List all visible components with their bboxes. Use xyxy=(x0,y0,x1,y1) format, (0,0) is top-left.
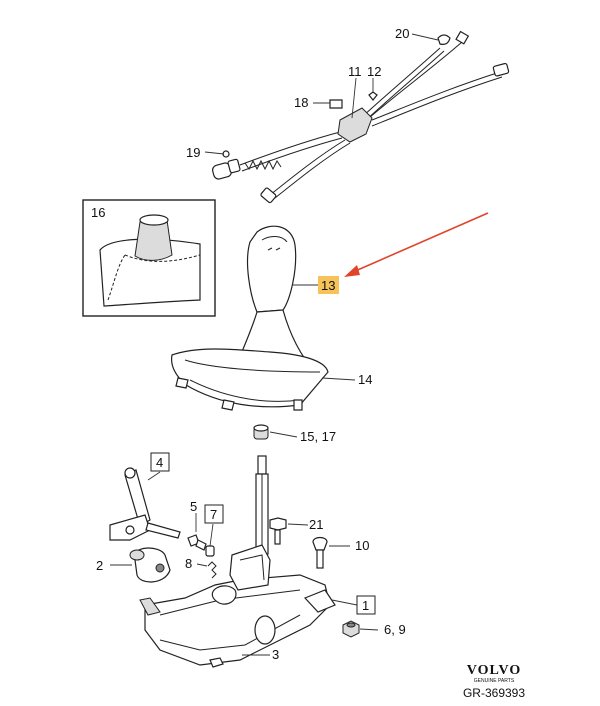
callout-3: 3 xyxy=(272,647,279,662)
bolt-21 xyxy=(269,517,287,545)
callout-10: 10 xyxy=(355,538,369,553)
callout-11: 11 xyxy=(348,64,362,79)
callout-4-box xyxy=(150,452,170,472)
diagram-reference: GR-369393 xyxy=(463,686,525,700)
callout-16: 16 xyxy=(91,205,105,220)
callout-8: 8 xyxy=(185,556,192,571)
gaiter-inset xyxy=(82,199,216,317)
brand-tagline: GENUINE PARTS xyxy=(474,678,515,684)
gear-cable-assembly xyxy=(212,30,510,204)
nut-6-9 xyxy=(342,620,360,638)
callout-12: 12 xyxy=(367,64,381,79)
gear-lever-rod xyxy=(255,455,269,555)
callout-7: 7 xyxy=(210,507,217,522)
callout-13-highlight xyxy=(318,276,339,294)
callout-1: 1 xyxy=(362,598,369,613)
callout-19: 19 xyxy=(186,145,200,160)
brand-logo-text: VOLVO xyxy=(467,663,522,678)
callout-20: 20 xyxy=(395,26,409,41)
callout-13: 13 xyxy=(321,278,335,293)
bushing xyxy=(253,424,269,440)
brand-block: VOLVO GENUINE PARTS GR-369393 xyxy=(463,663,525,700)
actuator xyxy=(129,547,171,583)
callout-1-box xyxy=(356,595,376,615)
callout-5: 5 xyxy=(190,499,197,514)
shifter-housing xyxy=(139,544,336,668)
selector-arm xyxy=(109,467,181,541)
callout-14: 14 xyxy=(358,372,372,387)
callout-21: 21 xyxy=(309,517,323,532)
bolt-10 xyxy=(312,536,328,569)
annotation-arrow xyxy=(344,212,489,277)
callout-labels: 20 11 12 18 19 16 13 14 15, 17 4 5 7 21 … xyxy=(91,26,409,662)
shift-boot-surround xyxy=(170,309,329,411)
callout-2: 2 xyxy=(96,558,103,573)
leader-lines xyxy=(110,33,439,656)
callout-7-box xyxy=(204,504,224,524)
callout-6-9: 6, 9 xyxy=(384,622,406,637)
callout-15-17: 15, 17 xyxy=(300,429,336,444)
small-fasteners xyxy=(187,534,217,579)
callout-18: 18 xyxy=(294,95,308,110)
callout-4: 4 xyxy=(156,455,163,470)
gear-knob xyxy=(246,225,297,313)
